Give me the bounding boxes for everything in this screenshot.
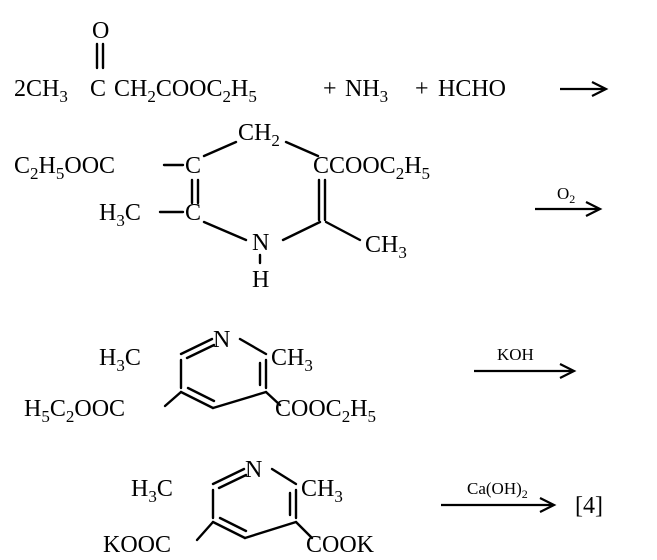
carbonyl-oxygen: O [92, 18, 109, 44]
ring-bond-n-c2-b [185, 343, 216, 360]
bond-left-salt [195, 520, 215, 542]
right-ester-cooc2h5: COOC2H5 [275, 396, 376, 426]
pyridine-nitrogen: N [213, 327, 230, 353]
ring-carbon-left-top: C [185, 153, 201, 179]
ring-bond-c4-c5 [243, 520, 298, 540]
left-methyl-h3c: H3C [99, 200, 141, 230]
left-ester-c2h5ooc: C2H5OOC [14, 153, 115, 183]
reactant-ch2-cooc2h5: CH2COOC2H5 [114, 76, 257, 106]
right-ester-ccooc2h5: CCOOC2H5 [313, 153, 430, 183]
product-label-4: [4] [575, 493, 603, 519]
bond-right-methyl [324, 220, 362, 242]
bond-right-salt [294, 520, 314, 540]
reactant-2ch3-prefix: 2CH3 [14, 76, 68, 106]
bond-left-ester [163, 390, 183, 408]
left-methyl-h3c: H3C [131, 476, 173, 506]
left-salt-kooc: KOOC [103, 532, 171, 558]
ring-bond-c3-c4-a [179, 390, 215, 410]
reagent-koh: KOH [497, 345, 534, 364]
step-1-reactants: O 2CH3 C CH2COOC2H5 + NH3 + HCHO [14, 18, 609, 106]
ring-bond-c3-c4-a [211, 520, 247, 540]
reaction-arrow-4-head [539, 497, 557, 513]
reaction-arrow-3-head [559, 363, 577, 379]
bond-right-ester [264, 390, 282, 407]
bond-ch2-left [202, 140, 238, 158]
bond-n-right [281, 220, 322, 242]
reaction-arrow-1-head [591, 81, 609, 97]
pyridine-nitrogen: N [245, 457, 262, 483]
step-2-dihydropyridine: CH2 C2H5OOC C CCOOC2H5 H3C C N H CH3 [14, 120, 603, 293]
bond-left-n [202, 220, 248, 242]
reagent-calcium-hydroxide: Ca(OH)2 [467, 479, 528, 501]
ring-ch2: CH2 [238, 120, 280, 150]
ring-bond-n-c2-a [211, 467, 246, 486]
left-ester-h5c2ooc: H5C2OOC [24, 396, 125, 426]
nitrogen-hydrogen: H [252, 267, 269, 293]
right-salt-cook: COOK [306, 532, 375, 558]
right-methyl-ch3: CH3 [301, 476, 343, 506]
formaldehyde: HCHO [438, 76, 506, 102]
right-methyl-ch3: CH3 [271, 345, 313, 375]
ring-bond-n-c2-b [217, 473, 248, 490]
right-methyl-ch3: CH3 [365, 232, 407, 262]
ring-bond-n-c6 [238, 337, 268, 356]
reagent-o2: O2 [557, 184, 575, 206]
ring-bond-n-c2-a [179, 337, 214, 356]
left-methyl-h3c: H3C [99, 345, 141, 375]
step-3-pyridine-diester: N H3C CH3 H5C2OOC COOC2H5 KOH [24, 327, 577, 426]
ring-carbon-left-bottom: C [185, 200, 201, 226]
ring-bond-n-c6 [270, 467, 298, 486]
ring-nitrogen: N [252, 230, 269, 256]
step-4-dipotassium-salt: N H3C CH3 KOOC COOK Ca(OH)2 [4] [103, 457, 603, 558]
ammonia: NH3 [345, 76, 388, 106]
ring-bond-c4-c5 [211, 390, 268, 410]
ring-bond-c3-c4-b [186, 386, 216, 403]
reaction-arrow-2-head [585, 201, 603, 217]
plus-sign-2: + [415, 76, 429, 102]
reactant-carbonyl-carbon: C [90, 76, 106, 102]
ring-bond-c3-c4-b [218, 516, 248, 533]
plus-sign-1: + [323, 76, 337, 102]
bond-ch2-right [284, 140, 320, 158]
